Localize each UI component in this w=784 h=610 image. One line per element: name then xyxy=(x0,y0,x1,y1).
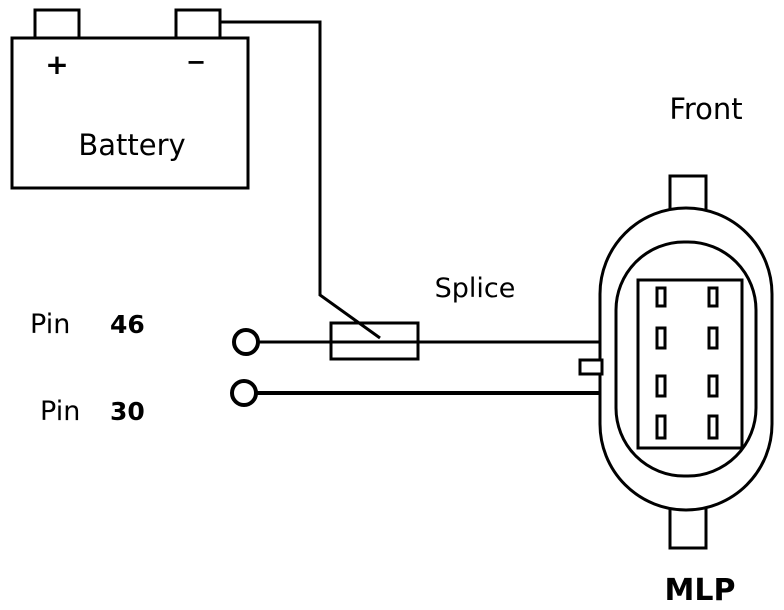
mlp-pin-slot xyxy=(655,326,667,350)
mlp-side-key xyxy=(578,358,604,376)
pin30-word: Pin xyxy=(40,396,80,427)
battery-negative-wire xyxy=(220,20,381,340)
mlp-top-tab xyxy=(668,174,708,212)
pin46-number: 46 xyxy=(110,310,145,339)
mlp-connector xyxy=(578,174,774,550)
mlp-label: MLP xyxy=(665,573,736,608)
mlp-pin-slot xyxy=(707,286,719,308)
battery xyxy=(10,8,250,190)
pin30-terminal xyxy=(230,379,258,407)
mlp-pin-slot xyxy=(655,374,667,398)
front-label: Front xyxy=(669,92,742,126)
mlp-pin-slot xyxy=(655,286,667,308)
mlp-pin-slot xyxy=(707,374,719,398)
pin46-word: Pin xyxy=(30,309,70,340)
pin30-number: 30 xyxy=(110,397,145,426)
mlp-pin-block xyxy=(636,278,744,450)
mlp-pin-slot xyxy=(707,414,719,440)
mlp-pin-slot xyxy=(655,414,667,440)
battery-body xyxy=(10,36,250,190)
battery-plus-sign: + xyxy=(45,48,68,81)
pin46-terminal xyxy=(232,328,260,356)
mlp-inner-shell xyxy=(614,240,758,478)
battery-minus-sign: − xyxy=(186,48,206,76)
mlp-pin-slot xyxy=(707,326,719,350)
battery-positive-terminal xyxy=(33,8,81,40)
battery-negative-terminal xyxy=(174,8,222,40)
mlp-bottom-tab xyxy=(668,506,708,550)
battery-label: Battery xyxy=(78,128,185,162)
splice-label: Splice xyxy=(435,273,516,304)
mlp-outer-shell xyxy=(598,206,774,512)
